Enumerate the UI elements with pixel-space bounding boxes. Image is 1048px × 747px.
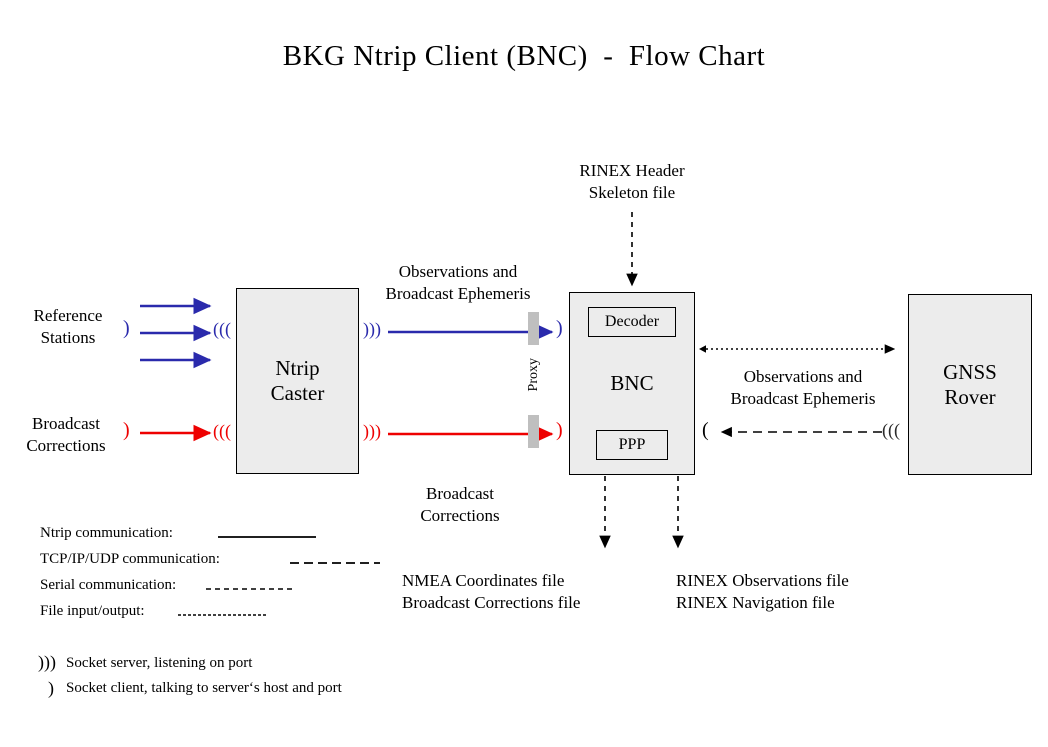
proxy-bar — [528, 312, 539, 345]
broadcast-corrections-arrow-mid — [388, 425, 554, 443]
legend-swatch-solid — [218, 536, 316, 538]
legend-line-styles: Ntrip communication: TCP/IP/UDP communic… — [40, 525, 380, 629]
socket-server-icon: ((( — [213, 421, 231, 441]
legend-row: Serial communication: — [40, 577, 370, 603]
bnc-decoder-label: Decoder — [604, 312, 660, 330]
socket-server-icon: ))) — [38, 652, 56, 672]
label-broadcast-corrections-left: Broadcast Corrections — [26, 414, 106, 455]
legend-label-socket-server: Socket server, listening on port — [66, 655, 253, 671]
legend-label-serial: Serial communication: — [40, 577, 177, 593]
reference-stations-arrows — [140, 297, 212, 369]
socket-server-icon: ((( — [213, 319, 231, 339]
socket-server-icon: ))) — [363, 421, 381, 441]
label-rinex-header-skeleton: RINEX Header Skeleton file — [579, 161, 685, 202]
socket-client-icon: ( — [702, 419, 709, 441]
socket-client-icon: ) — [123, 419, 130, 441]
label-nmea-outputs: NMEA Coordinates file Broadcast Correcti… — [402, 571, 581, 612]
label-observations-ephemeris-top: Observations and Broadcast Ephemeris — [385, 262, 531, 303]
node-gnss-rover[interactable]: GNSS Rover — [908, 294, 1032, 475]
label-observations-ephemeris-right: Observations and Broadcast Ephemeris — [730, 367, 876, 408]
legend-swatch-dotted — [178, 614, 266, 616]
broadcast-corrections-arrow-left — [140, 424, 212, 442]
label-proxy: Proxy — [526, 358, 541, 392]
ntrip-caster-line1: Ntrip — [275, 356, 320, 381]
legend-label-tcpip: TCP/IP/UDP communication: — [40, 551, 220, 567]
legend-row: File input/output: — [40, 603, 370, 629]
node-ntrip-caster[interactable]: Ntrip Caster — [236, 288, 359, 474]
socket-server-icon: ))) — [363, 319, 381, 339]
label-broadcast-corrections-mid: Broadcast Corrections — [420, 484, 500, 525]
page-title: BKG Ntrip Client (BNC) - Flow Chart — [282, 40, 766, 72]
serial-bidirectional-arrow — [699, 344, 896, 354]
socket-client-icon: ) — [556, 317, 563, 339]
socket-client-icon: ) — [123, 317, 130, 339]
legend-label-ntrip: Ntrip communication: — [40, 525, 173, 541]
socket-client-icon: ) — [48, 678, 54, 698]
legend-socket-row: ) Socket client, talking to server‘s hos… — [38, 678, 458, 705]
socket-server-icon: ((( — [882, 420, 900, 440]
bnc-label: BNC — [610, 371, 654, 396]
legend-swatch-long-dash — [290, 562, 380, 564]
legend-row: Ntrip communication: — [40, 525, 370, 551]
socket-client-icon: ) — [556, 419, 563, 441]
rinex-skeleton-input-arrow — [626, 212, 638, 287]
legend-label-socket-client: Socket client, talking to server‘s host … — [66, 680, 342, 696]
bnc-ppp-module[interactable]: PPP — [596, 429, 668, 460]
bnc-ppp-label: PPP — [618, 435, 646, 453]
observations-ephemeris-arrow — [388, 323, 554, 341]
legend-row: TCP/IP/UDP communication: — [40, 551, 380, 577]
legend-swatch-medium-dash — [206, 588, 296, 590]
nmea-output-arrow — [599, 476, 611, 549]
tcpip-arrow-to-bnc — [720, 426, 882, 438]
gnss-rover-line1: GNSS — [943, 359, 997, 384]
legend-label-file-io: File input/output: — [40, 603, 145, 619]
rinex-output-arrow — [672, 476, 684, 549]
gnss-rover-line2: Rover — [944, 384, 996, 409]
proxy-bar — [528, 415, 539, 448]
label-rinex-outputs: RINEX Observations file RINEX Navigation… — [676, 571, 849, 612]
legend-socket-row: ))) Socket server, listening on port — [38, 652, 458, 680]
legend-socket-glyphs: ))) Socket server, listening on port ) S… — [38, 652, 458, 705]
bnc-decoder-module[interactable]: Decoder — [588, 307, 676, 337]
node-bnc[interactable]: Decoder BNC PPP — [569, 292, 695, 475]
label-reference-stations: Reference Stations — [33, 306, 103, 347]
ntrip-caster-line2: Caster — [270, 381, 325, 405]
